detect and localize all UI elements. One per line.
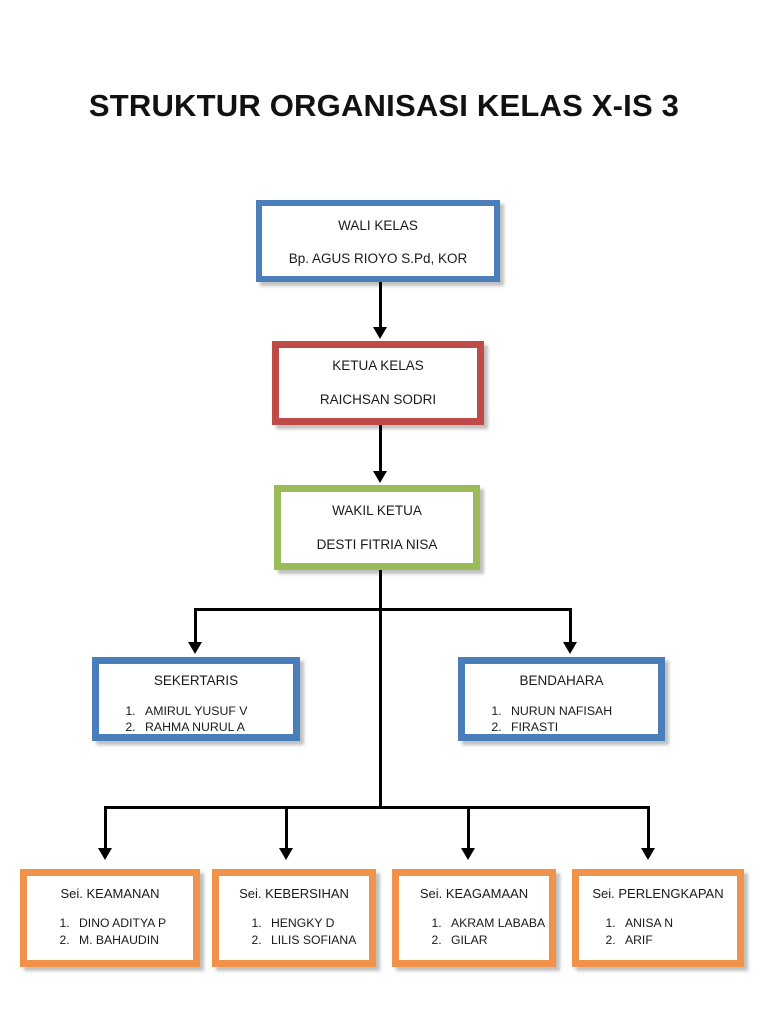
node-sekertaris[interactable]: SEKERTARIS AMIRUL YUSUF VRAHMA NURUL A: [92, 657, 300, 741]
member-item: M. BAHAUDIN: [73, 932, 193, 949]
node-wali-kelas-role: WALI KELAS: [338, 218, 418, 233]
connector-drop-bendahara: [569, 608, 572, 644]
node-sei-keamanan-members: DINO ADITYA PM. BAHAUDIN: [27, 915, 193, 949]
node-wakil-ketua[interactable]: WAKIL KETUA DESTI FITRIA NISA: [274, 485, 480, 570]
member-item: AMIRUL YUSUF V: [139, 703, 293, 720]
connector-drop-kebersihan: [285, 806, 288, 850]
node-sei-perlengkapan[interactable]: Sei. PERLENGKAPAN ANISA NARIF: [572, 869, 744, 967]
connector-ketua-to-wakil: [379, 425, 382, 473]
node-wakil-ketua-role: WAKIL KETUA: [332, 503, 422, 518]
arrow-into-kebersihan: [279, 848, 293, 860]
node-sekertaris-members: AMIRUL YUSUF VRAHMA NURUL A: [99, 703, 293, 734]
node-ketua-kelas-role: KETUA KELAS: [332, 358, 424, 373]
connector-drop-perlengkapan: [647, 806, 650, 850]
member-item: ARIF: [619, 932, 737, 949]
node-ketua-kelas-name: RAICHSAN SODRI: [319, 391, 437, 407]
node-bendahara-role: BENDAHARA: [519, 673, 604, 688]
node-wali-kelas[interactable]: WALI KELAS Bp. AGUS RIOYO S.Pd, KOR: [256, 200, 500, 282]
node-sei-keagamaan-members: AKRAM LABABAGILAR: [399, 915, 549, 949]
connector-wali-to-ketua: [379, 282, 382, 329]
member-item: RAHMA NURUL A: [139, 719, 293, 734]
node-sekertaris-role: SEKERTARIS: [153, 673, 239, 688]
member-item: DINO ADITYA P: [73, 915, 193, 932]
node-wakil-ketua-name: DESTI FITRIA NISA: [316, 536, 438, 552]
node-bendahara[interactable]: BENDAHARA NURUN NAFISAHFIRASTI: [458, 657, 665, 741]
node-sei-kebersihan-members: HENGKY DLILIS SOFIANA: [219, 915, 369, 949]
node-sei-perlengkapan-role: Sei. PERLENGKAPAN: [592, 886, 724, 901]
member-item: AKRAM LABABA: [445, 915, 549, 932]
arrow-into-ketua: [373, 327, 387, 339]
connector-main-trunk: [379, 570, 382, 806]
node-sei-keagamaan-role: Sei. KEAGAMAAN: [419, 886, 529, 901]
connector-drop-sekertaris: [194, 608, 197, 644]
node-wali-kelas-name: Bp. AGUS RIOYO S.Pd, KOR: [288, 250, 468, 266]
arrow-into-perlengkapan: [641, 848, 655, 860]
connector-drop-keamanan: [104, 806, 107, 850]
node-ketua-kelas[interactable]: KETUA KELAS RAICHSAN SODRI: [272, 341, 484, 425]
node-sei-perlengkapan-members: ANISA NARIF: [579, 915, 737, 949]
member-item: HENGKY D: [265, 915, 369, 932]
node-sei-keagamaan[interactable]: Sei. KEAGAMAAN AKRAM LABABAGILAR: [392, 869, 556, 967]
arrow-into-bendahara: [563, 642, 577, 654]
node-sei-kebersihan[interactable]: Sei. KEBERSIHAN HENGKY DLILIS SOFIANA: [212, 869, 376, 967]
member-item: LILIS SOFIANA: [265, 932, 369, 949]
connector-branch-bar-lower: [104, 806, 650, 809]
node-bendahara-members: NURUN NAFISAHFIRASTI: [465, 703, 658, 734]
member-item: GILAR: [445, 932, 549, 949]
node-sei-keamanan[interactable]: Sei. KEAMANAN DINO ADITYA PM. BAHAUDIN: [20, 869, 200, 967]
member-item: FIRASTI: [505, 719, 658, 734]
node-sei-keamanan-role: Sei. KEAMANAN: [60, 886, 160, 901]
connector-drop-keagamaan: [467, 806, 470, 850]
page-title: STRUKTUR ORGANISASI KELAS X-IS 3: [88, 88, 680, 123]
arrow-into-keagamaan: [461, 848, 475, 860]
member-item: ANISA N: [619, 915, 737, 932]
arrow-into-wakil: [373, 471, 387, 483]
arrow-into-sekertaris: [188, 642, 202, 654]
node-sei-kebersihan-role: Sei. KEBERSIHAN: [239, 886, 349, 901]
arrow-into-keamanan: [98, 848, 112, 860]
connector-branch-bar-upper: [194, 608, 572, 611]
member-item: NURUN NAFISAH: [505, 703, 658, 720]
